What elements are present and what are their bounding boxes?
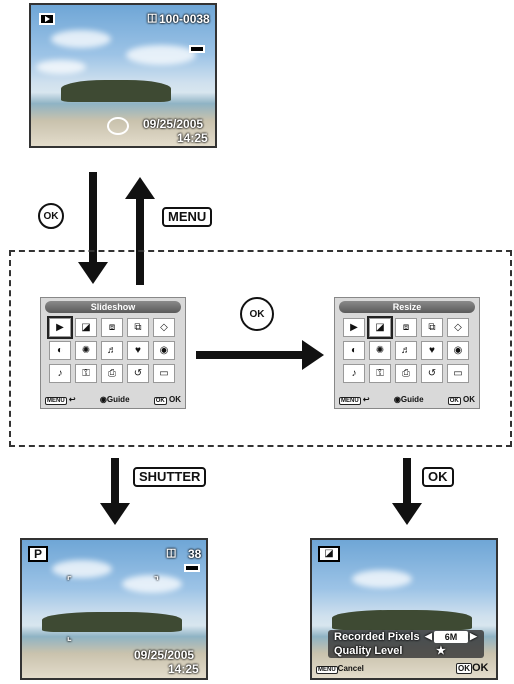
menu-footer: MENU ↩ ◉Guide OK OK bbox=[45, 393, 181, 405]
time-display: 14:25 bbox=[177, 131, 208, 145]
quality-level-label: Quality Level bbox=[334, 645, 402, 657]
ok-button-label: OK bbox=[422, 467, 454, 487]
capture-screen: P ◫ 38 ⌜ ⌝ ⌞ 09/25/2005 14:25 bbox=[20, 538, 208, 680]
four-way-controller-icon bbox=[107, 117, 129, 135]
slideshow-icon[interactable]: ▶ bbox=[343, 318, 365, 337]
card-icon: ◫ bbox=[147, 11, 157, 24]
trim-icon[interactable]: ⧈ bbox=[101, 318, 123, 337]
red-eye-icon[interactable]: ◉ bbox=[447, 341, 469, 360]
arrow-right-head bbox=[302, 340, 326, 370]
dpof-icon[interactable]: ⎙ bbox=[395, 364, 417, 383]
image-recovery-icon[interactable]: ↺ bbox=[421, 364, 443, 383]
dpof-icon[interactable]: ⎙ bbox=[101, 364, 123, 383]
playback-icon bbox=[39, 13, 55, 25]
rotate-icon[interactable]: ◇ bbox=[447, 318, 469, 337]
start-screen-icon[interactable]: ▭ bbox=[447, 364, 469, 383]
copy-icon[interactable]: ⧉ bbox=[127, 318, 149, 337]
four-way-ok-icon: OK bbox=[240, 297, 274, 331]
date-display: 09/25/2005 bbox=[134, 648, 194, 662]
color-filter-icon[interactable]: ◐ bbox=[343, 341, 365, 360]
voice-memo-icon[interactable]: ♪ bbox=[343, 364, 365, 383]
file-number: 100-0038 bbox=[159, 12, 210, 26]
color-filter-icon[interactable]: ◐ bbox=[49, 341, 71, 360]
voice-memo-icon[interactable]: ♪ bbox=[49, 364, 71, 383]
brightness-icon[interactable]: ✺ bbox=[369, 341, 391, 360]
rotate-icon[interactable]: ◇ bbox=[153, 318, 175, 337]
start-screen-icon[interactable]: ▭ bbox=[153, 364, 175, 383]
guide-label: ◉Guide bbox=[394, 395, 424, 404]
mode-badge: P bbox=[28, 546, 48, 562]
red-eye-icon[interactable]: ◉ bbox=[153, 341, 175, 360]
quality-star[interactable]: ★ bbox=[436, 644, 446, 657]
image-recovery-icon[interactable]: ↺ bbox=[127, 364, 149, 383]
arrow-up-head bbox=[125, 175, 155, 199]
resize-icon: ◪ bbox=[318, 546, 340, 562]
frame-icon[interactable]: ♥ bbox=[421, 341, 443, 360]
af-frame: ⌜ bbox=[67, 576, 72, 587]
shutter-button-label: SHUTTER bbox=[133, 467, 206, 487]
af-frame: ⌝ bbox=[154, 576, 159, 587]
date-display: 09/25/2005 bbox=[143, 117, 203, 131]
arrow-ok-shaft bbox=[403, 458, 411, 506]
ok-button-icon: OK bbox=[38, 203, 64, 229]
arrow-shutter-shaft bbox=[111, 458, 119, 506]
time-display: 14:25 bbox=[168, 662, 199, 676]
decrease-arrow[interactable]: ◀ bbox=[425, 631, 432, 642]
movie-edit-icon[interactable]: ♬ bbox=[395, 341, 417, 360]
recorded-pixels-label: Recorded Pixels bbox=[334, 631, 420, 643]
menu-button-label: MENU bbox=[162, 207, 212, 227]
arrow-ok-head bbox=[392, 503, 422, 527]
menu-grid: ▶ ◪ ⧈ ⧉ ◇ ◐ ✺ ♬ ♥ ◉ ♪ ⚿ ⎙ ↺ ▭ bbox=[49, 318, 177, 383]
ok-chip: OK bbox=[448, 397, 461, 405]
card-icon: ◫ bbox=[166, 546, 176, 559]
island bbox=[61, 80, 171, 102]
arrow-right-shaft bbox=[196, 351, 306, 359]
menu-title: Resize bbox=[339, 301, 475, 313]
menu-screen-resize: Resize ▶ ◪ ⧈ ⧉ ◇ ◐ ✺ ♬ ♥ ◉ ♪ ⚿ ⎙ ↺ ▭ MEN… bbox=[334, 297, 480, 409]
resize-icon[interactable]: ◪ bbox=[369, 318, 391, 337]
slideshow-icon[interactable]: ▶ bbox=[49, 318, 71, 337]
guide-label: ◉Guide bbox=[100, 395, 130, 404]
ok-chip: OK bbox=[154, 397, 167, 405]
battery-icon bbox=[184, 564, 200, 572]
movie-edit-icon[interactable]: ♬ bbox=[101, 341, 123, 360]
menu-screen-slideshow: Slideshow ▶ ◪ ⧈ ⧉ ◇ ◐ ✺ ♬ ♥ ◉ ♪ ⚿ ⎙ ↺ ▭ … bbox=[40, 297, 186, 409]
recorded-pixels-value[interactable]: 6M bbox=[434, 631, 468, 643]
playback-screen: ◫ 100-0038 09/25/2005 14:25 bbox=[29, 3, 217, 148]
protect-icon[interactable]: ⚿ bbox=[369, 364, 391, 383]
increase-arrow[interactable]: ▶ bbox=[470, 631, 477, 642]
protect-icon[interactable]: ⚿ bbox=[75, 364, 97, 383]
menu-chip: MENU bbox=[45, 397, 67, 405]
af-frame: ⌞ bbox=[67, 632, 72, 643]
resize-icon[interactable]: ◪ bbox=[75, 318, 97, 337]
arrow-shutter-head bbox=[100, 503, 130, 527]
island bbox=[332, 610, 472, 630]
island bbox=[42, 612, 182, 632]
battery-icon bbox=[189, 45, 205, 53]
menu-chip: MENU bbox=[316, 666, 338, 674]
frame-icon[interactable]: ♥ bbox=[127, 341, 149, 360]
menu-title: Slideshow bbox=[45, 301, 181, 313]
menu-chip: MENU bbox=[339, 397, 361, 405]
resize-screen: ◪ Recorded Pixels ◀ 6M ▶ Quality Level ★… bbox=[310, 538, 498, 680]
brightness-icon[interactable]: ✺ bbox=[75, 341, 97, 360]
menu-grid: ▶ ◪ ⧈ ⧉ ◇ ◐ ✺ ♬ ♥ ◉ ♪ ⚿ ⎙ ↺ ▭ bbox=[343, 318, 471, 383]
menu-footer: MENU ↩ ◉Guide OK OK bbox=[339, 393, 475, 405]
ok-chip: OK bbox=[456, 663, 472, 674]
copy-icon[interactable]: ⧉ bbox=[421, 318, 443, 337]
trim-icon[interactable]: ⧈ bbox=[395, 318, 417, 337]
shots-remaining: 38 bbox=[188, 547, 201, 561]
